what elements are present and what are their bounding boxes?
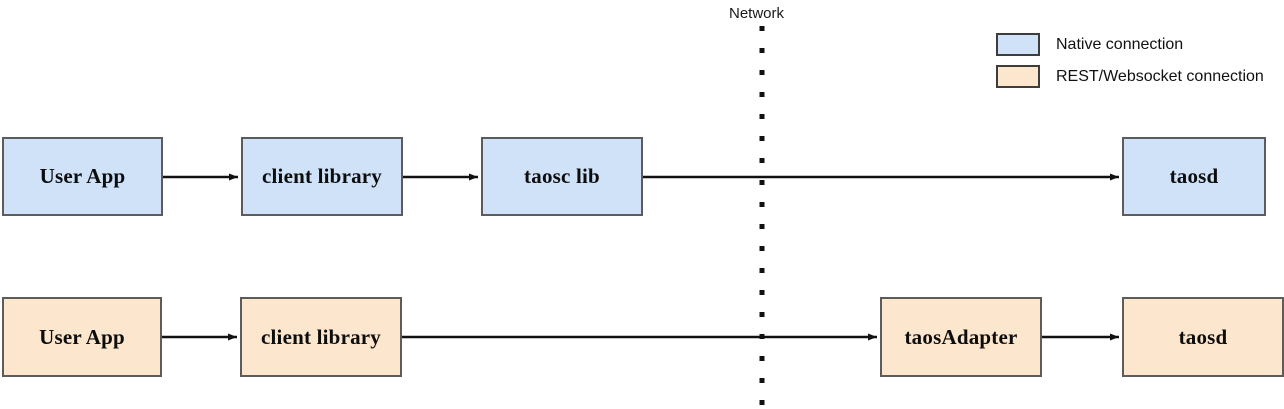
node-rest-client-library[interactable]: client library (240, 297, 402, 377)
node-native-taosd[interactable]: taosd (1122, 137, 1266, 216)
node-native-client-library[interactable]: client library (241, 137, 403, 216)
node-native-user-app[interactable]: User App (2, 137, 163, 216)
node-rest-taosd[interactable]: taosd (1122, 297, 1284, 377)
node-rest-taos-adapter[interactable]: taosAdapter (880, 297, 1042, 377)
node-rest-user-app[interactable]: User App (2, 297, 162, 377)
node-native-taosc-lib[interactable]: taosc lib (481, 137, 643, 216)
legend-swatch-native-icon (996, 33, 1040, 56)
legend-item-native: Native connection (996, 33, 1183, 56)
legend-swatch-rest-icon (996, 65, 1040, 88)
legend-item-rest: REST/Websocket connection (996, 65, 1264, 88)
legend-label-rest: REST/Websocket connection (1056, 67, 1264, 85)
network-divider-label: Network (729, 5, 785, 22)
legend-label-native: Native connection (1056, 35, 1184, 53)
